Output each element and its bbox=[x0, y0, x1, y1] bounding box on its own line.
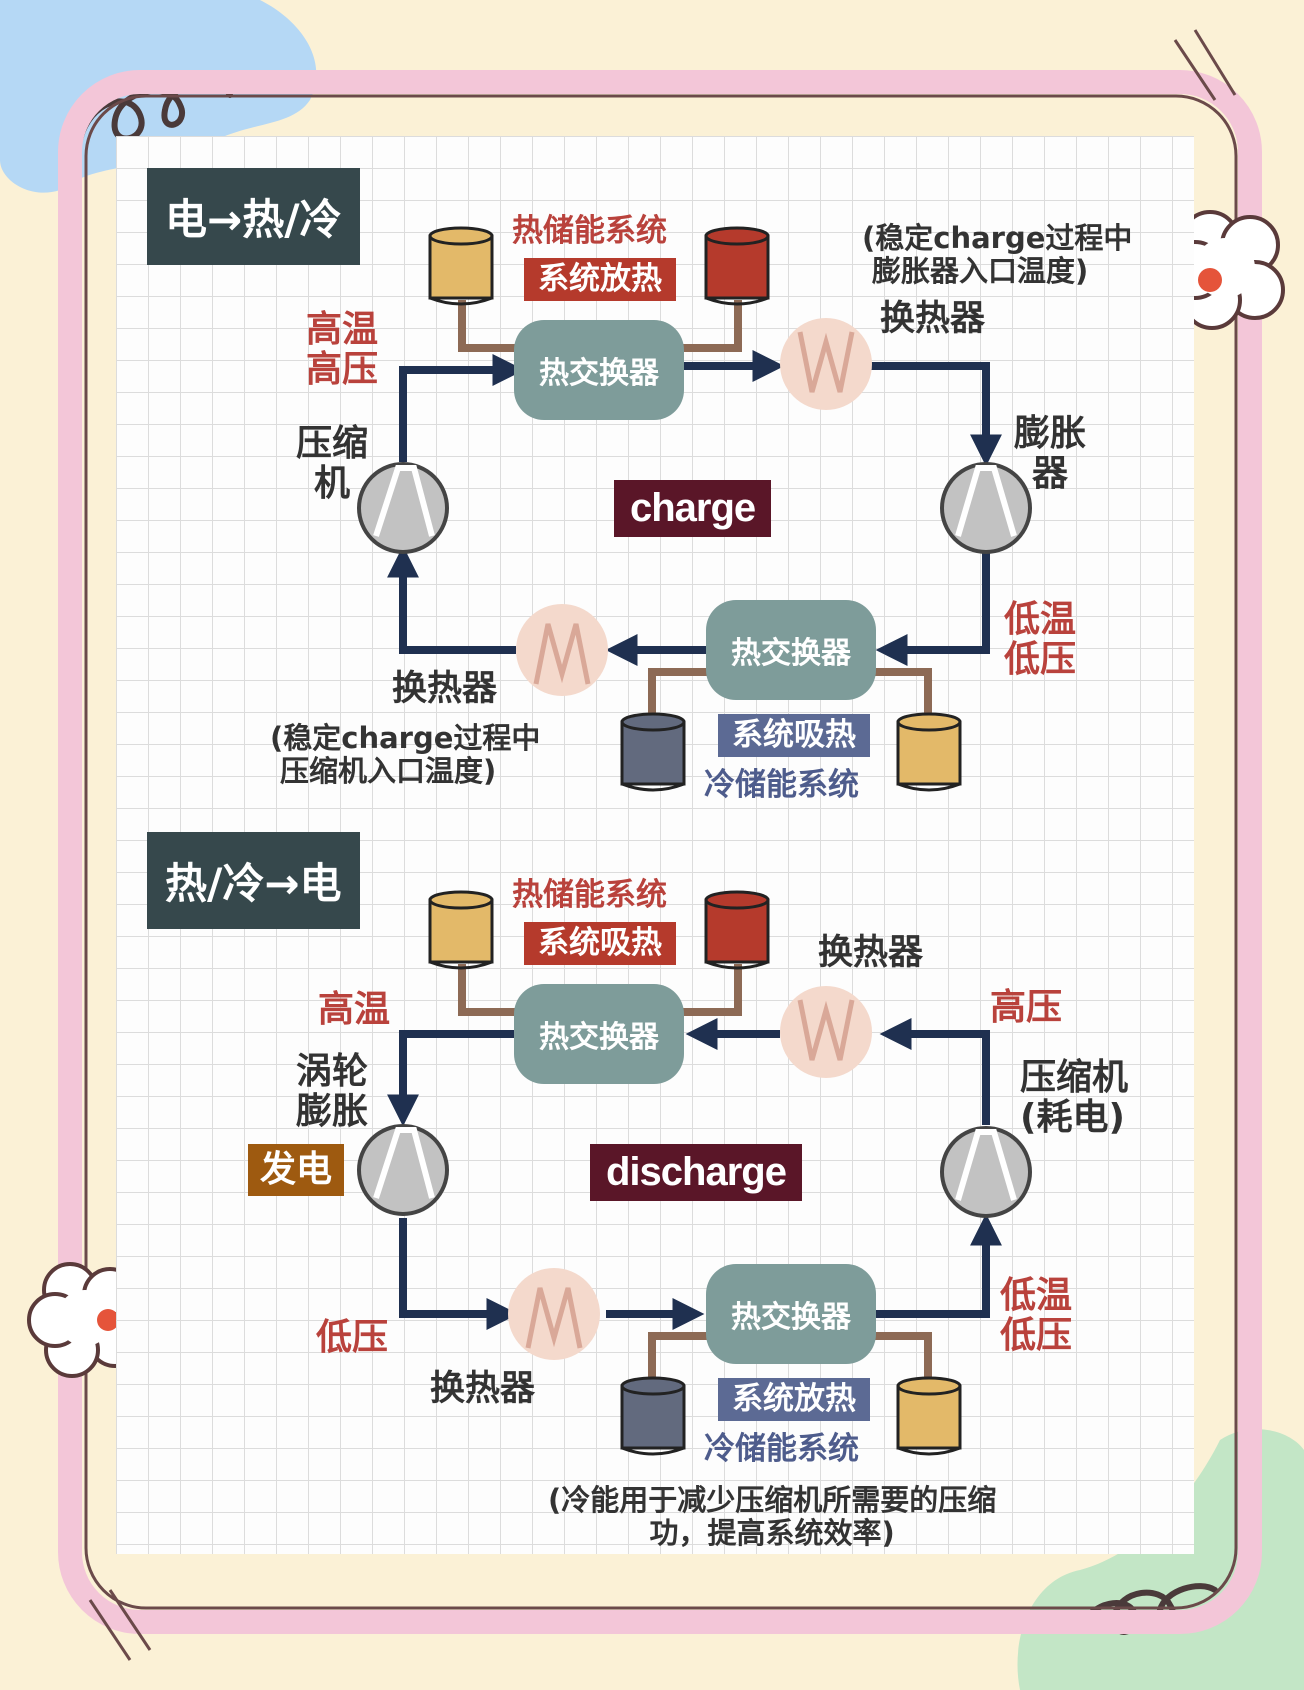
cold-storage-pipe bbox=[648, 1332, 932, 1384]
coil-heat-exchanger-icon bbox=[780, 318, 872, 410]
hot-tank bbox=[704, 890, 770, 970]
heat-exchanger-bottom: 热交换器 bbox=[706, 600, 876, 700]
flow-arrow-expander-to-hx bbox=[875, 548, 990, 666]
flow-arrow-coil-to-compressor bbox=[387, 545, 516, 654]
flow-arrow-compressor-to-hx bbox=[399, 354, 525, 462]
label-line: (耗电) bbox=[1020, 1097, 1125, 1139]
label-line: 机 bbox=[314, 463, 351, 505]
warm-tank bbox=[428, 226, 494, 306]
charge-mode-label: charge bbox=[614, 480, 772, 537]
label-line: 高温 bbox=[306, 309, 379, 350]
warm-tank bbox=[428, 890, 494, 970]
flow-arrow-hx-to-compressor bbox=[872, 1213, 1002, 1318]
label-line: 器 bbox=[1032, 453, 1069, 495]
charge-diagram bbox=[357, 226, 1032, 792]
warm-tank bbox=[896, 1376, 962, 1456]
flow-arrow-compressor-to-coil bbox=[879, 1018, 990, 1125]
note-line: 功，提高系统效率) bbox=[649, 1516, 895, 1551]
compressor-icon bbox=[940, 1126, 1032, 1218]
discharge-title: 热/冷→电 bbox=[147, 832, 360, 929]
generate-label: 发电 bbox=[248, 1144, 345, 1197]
label-line: 低压 bbox=[1000, 1315, 1073, 1357]
high-temp-label: 高温 bbox=[318, 989, 391, 1030]
note-line: 压缩机入口温度) bbox=[280, 754, 497, 789]
heat-exchanger-top: 热交换器 bbox=[514, 984, 684, 1084]
discharge-diagram bbox=[357, 890, 1032, 1456]
hot-tank bbox=[704, 226, 770, 306]
frame-stroke-decoration bbox=[88, 1599, 132, 1661]
turbine-label: 涡轮 膨胀 bbox=[296, 1051, 369, 1133]
note-cold-energy: (冷能用于减少压缩机所需要的压缩 功，提高系统效率) bbox=[548, 1483, 997, 1551]
label-line: 低温 bbox=[1000, 1275, 1073, 1316]
heat-exchanger-bottom: 热交换器 bbox=[706, 1264, 876, 1364]
expander-icon bbox=[940, 462, 1032, 554]
cold-action-label: 系统放热 bbox=[718, 1378, 870, 1421]
frame-stroke-decoration bbox=[1193, 29, 1237, 96]
note-line: 膨胀器入口温度) bbox=[872, 254, 1089, 289]
turbine-icon bbox=[357, 1124, 449, 1216]
label-line: 膨胀 bbox=[1014, 413, 1087, 454]
cold-storage-pipe bbox=[648, 668, 932, 720]
coil-heat-exchanger-icon bbox=[780, 986, 872, 1078]
hot-storage-pipe bbox=[458, 964, 742, 1016]
label-line: 压缩机 bbox=[1020, 1057, 1129, 1098]
label-line: 涡轮 bbox=[296, 1051, 369, 1092]
hot-storage-label: 热储能系统 bbox=[512, 213, 667, 249]
label-line: 膨胀 bbox=[296, 1091, 369, 1133]
cold-action-label: 系统吸热 bbox=[718, 714, 870, 757]
hot-storage-label: 热储能系统 bbox=[512, 877, 667, 913]
hot-action-label: 系统放热 bbox=[524, 258, 676, 301]
heat-exchanger-top: 热交换器 bbox=[514, 320, 684, 420]
cold-storage-label: 冷储能系统 bbox=[704, 767, 859, 803]
cold-tank bbox=[620, 712, 686, 792]
note-compressor-inlet: (稳定charge过程中 压缩机入口温度) bbox=[270, 721, 541, 789]
charge-title: 电→热/冷 bbox=[147, 168, 360, 265]
discharge-mode-label: discharge bbox=[590, 1144, 802, 1201]
flow-arrow-coil-to-expander bbox=[870, 362, 1002, 467]
coil-label-top: 换热器 bbox=[818, 933, 924, 973]
low-temp-label: 低温 低压 bbox=[1000, 1275, 1073, 1357]
label-line: 低温 bbox=[1004, 599, 1077, 640]
flow-arrow-hx-to-turbine bbox=[387, 1030, 516, 1127]
cold-tank bbox=[620, 1376, 686, 1456]
cold-storage-label: 冷储能系统 bbox=[704, 1431, 859, 1467]
note-line: (冷能用于减少压缩机所需要的压缩 bbox=[548, 1483, 997, 1517]
low-press-left-label: 低压 bbox=[316, 1317, 389, 1358]
flow-arrow-turbine-to-coil bbox=[399, 1218, 519, 1330]
frame-stroke-decoration bbox=[1173, 39, 1217, 101]
coil-heat-exchanger-icon bbox=[516, 604, 608, 696]
frame-stroke-decoration bbox=[108, 1589, 152, 1651]
hot-action-label: 系统吸热 bbox=[524, 922, 676, 965]
expander-label: 膨胀 器 bbox=[1014, 413, 1087, 495]
compressor-icon bbox=[357, 462, 449, 554]
coil-heat-exchanger-icon bbox=[508, 1268, 600, 1360]
note-line: (稳定charge过程中 bbox=[270, 721, 541, 755]
coil-label-top: 换热器 bbox=[880, 299, 986, 339]
note-expander-inlet: (稳定charge过程中 膨胀器入口温度) bbox=[862, 221, 1133, 289]
pink-frame-line bbox=[84, 94, 1238, 1610]
warm-tank bbox=[896, 712, 962, 792]
label-line: 低压 bbox=[1004, 639, 1077, 681]
high-press-label: 高压 bbox=[990, 987, 1063, 1028]
compressor-label: 压缩 机 bbox=[296, 423, 369, 505]
note-line: (稳定charge过程中 bbox=[862, 221, 1133, 255]
coil-label-bottom: 换热器 bbox=[392, 669, 498, 709]
high-temp-label: 高温 高压 bbox=[306, 309, 379, 391]
coil-label-bottom: 换热器 bbox=[430, 1369, 536, 1409]
label-line: 压缩 bbox=[296, 423, 369, 464]
low-temp-label: 低温 低压 bbox=[1004, 599, 1077, 681]
hot-storage-pipe bbox=[458, 300, 742, 352]
pink-frame-outer bbox=[58, 70, 1262, 1634]
label-line: 高压 bbox=[306, 349, 379, 391]
compressor-label: 压缩机 (耗电) bbox=[1020, 1057, 1129, 1139]
